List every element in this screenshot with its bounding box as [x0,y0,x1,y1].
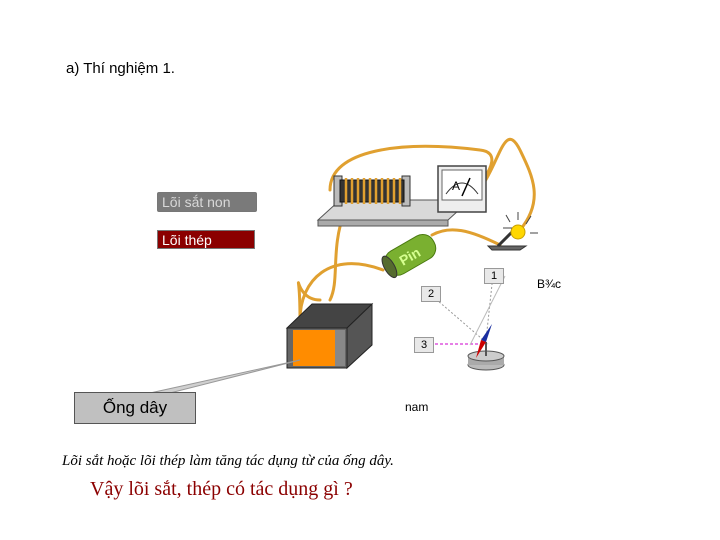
position-3-label: 3 [414,337,434,353]
steel-core-label: Lõi thép [157,230,255,249]
question-text: Vậy lõi sắt, thép có tác dụng gì ? [90,478,353,500]
caption-text: Lõi sắt hoặc lõi thép làm tăng tác dụng … [62,453,394,469]
battery: Pin [381,234,437,279]
compass [467,324,505,371]
coil-box [285,302,374,370]
lamp [486,212,538,251]
north-label: B¾c [537,277,562,291]
ammeter: A [437,165,487,213]
coil-label: Ống dây [74,392,196,424]
south-label: nam [405,400,429,414]
page-title: a) Thí nghiệm 1. [66,60,175,77]
ammeter-label: A [452,179,460,193]
position-lines [429,274,506,346]
position-1-label: 1 [484,268,504,284]
position-2-label: 2 [421,286,441,302]
solenoid-coil [344,178,402,204]
soft-iron-core-label: Lõi sắt non [157,192,257,212]
solenoid-stand [316,175,472,227]
wires [296,137,536,322]
